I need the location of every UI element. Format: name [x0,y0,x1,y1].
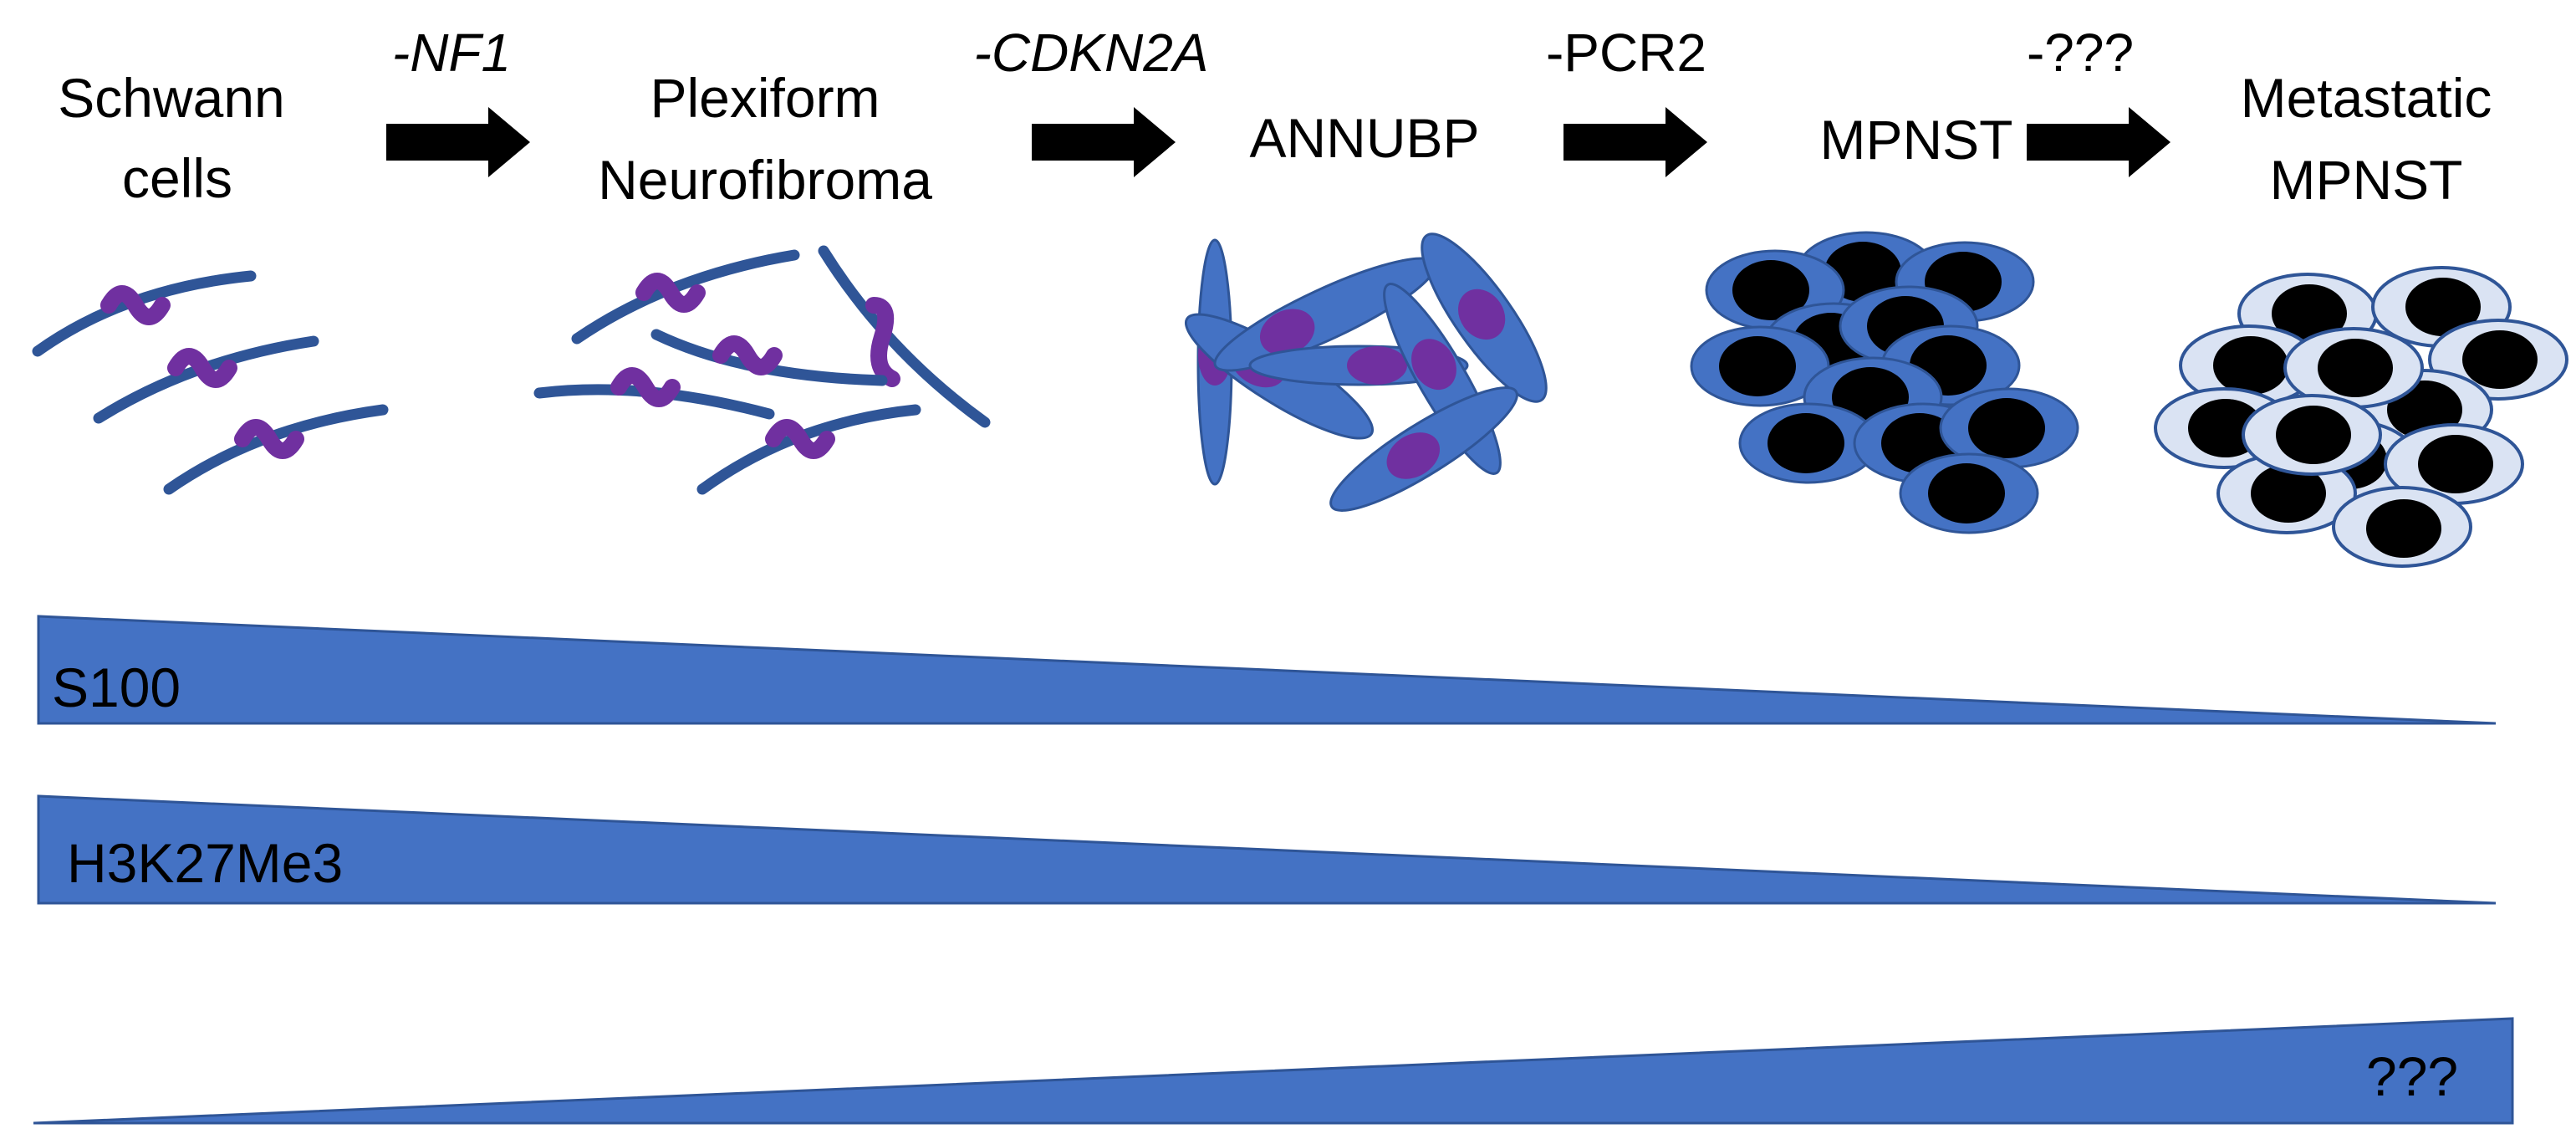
transition-label-pcr2: -PCR2 [1546,23,1706,83]
marker-wedges: S100 H3K27Me3 ??? [33,615,2514,1125]
tumor-cell [1939,387,2079,469]
transition-label-nf1: -NF1 [392,23,511,83]
spindle-cell [1329,386,1518,512]
arrow-right-icon [1563,107,1707,177]
schwann-nucleus [167,348,237,388]
mpnst-illustration [1690,231,2079,534]
tumor-cell [2332,486,2472,568]
fiber [818,245,991,428]
wedge-h3k27me3 [37,794,2497,905]
marker-label-s100: S100 [52,656,181,718]
nucleus [610,367,681,407]
tumor-cell [1690,325,1830,407]
stage-metastatic-line1: Metastatic [2241,67,2492,129]
tumor-cell [2283,327,2424,409]
arrow-right-icon [1032,107,1176,177]
schwann-nucleus [234,419,304,459]
nucleus [712,335,783,375]
tumor-cell [2384,423,2524,505]
marker-label-unknown: ??? [2366,1045,2458,1107]
spindle-cell [1213,257,1437,372]
stage-plexiform-line2: Neurofibroma [598,149,932,211]
tumor-cell [1738,402,1879,484]
tumor-cell [2242,394,2382,476]
stage-schwann-line1: Schwann [58,67,285,129]
stage-plexiform-line1: Plexiform [650,67,880,129]
transition-label-cdkn2a: -CDKN2A [974,23,1209,83]
transitions: -NF1 -CDKN2A -PCR2 -??? [386,23,2170,177]
stage-annubp: ANNUBP [1249,107,1479,169]
tumor-cell [2371,266,2512,348]
transition-label-unknown: -??? [2027,23,2134,83]
arrow-right-icon [386,107,530,177]
schwann-nucleus [100,285,171,325]
stage-schwann-line2: cells [122,147,232,209]
nucleus [865,297,900,387]
stage-mpnst: MPNST [1820,109,2013,171]
plexiform-neurofibroma-illustration [533,245,991,495]
wedge-s100 [37,615,2497,725]
nucleus [765,419,835,459]
tumor-cell [1899,452,2039,534]
arrow-right-icon [2027,107,2170,177]
schwann-cells-illustration [32,270,389,495]
spindle-cell [1421,232,1548,403]
stage-metastatic-line2: MPNST [2270,149,2463,211]
wedge-unknown-marker [33,1017,2514,1125]
marker-label-h3k27me3: H3K27Me3 [67,832,343,894]
fiber [571,249,800,345]
stage-labels: Schwann cells Plexiform Neurofibroma ANN… [58,67,2492,211]
nucleus [635,273,706,313]
metastatic-mpnst-illustration [2154,266,2568,568]
annubp-illustration [1184,232,1548,512]
